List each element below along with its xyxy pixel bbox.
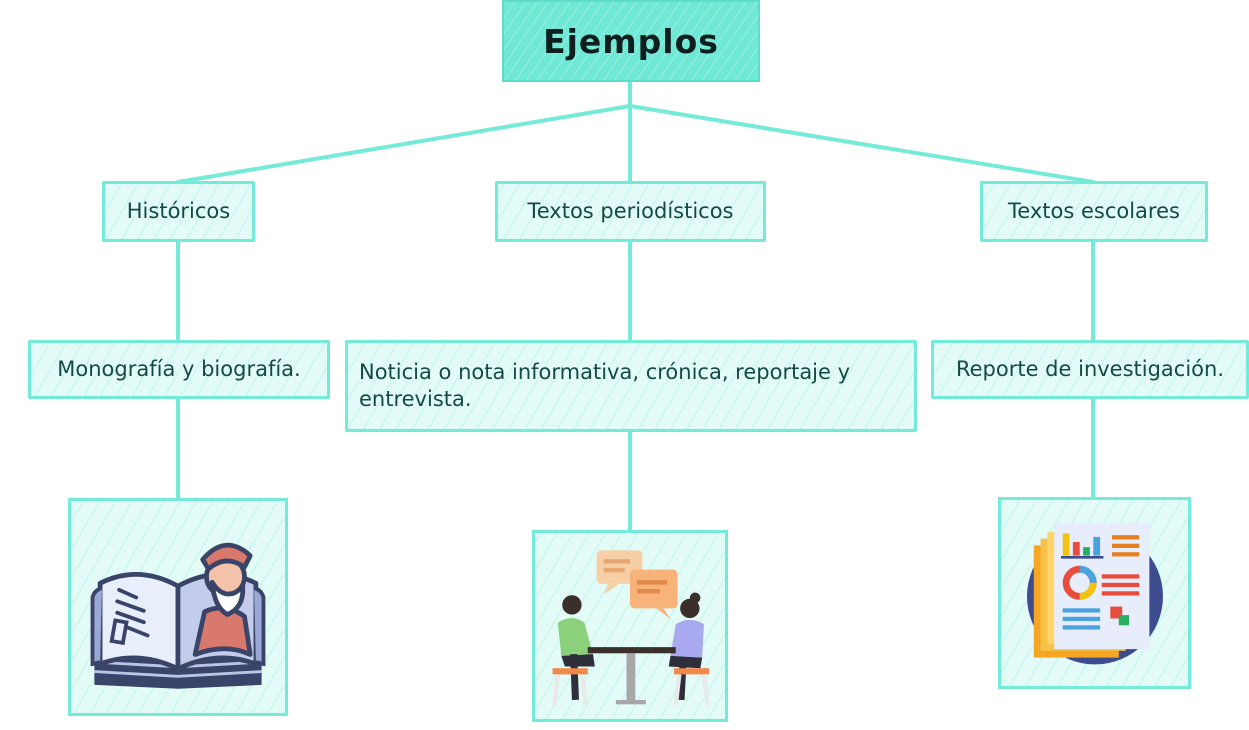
category-label: Históricos: [126, 199, 231, 224]
category-historicos: Históricos: [102, 181, 255, 242]
example-label: Noticia o nota informativa, crónica, rep…: [359, 360, 851, 411]
root-node: Ejemplos: [502, 0, 760, 82]
interview-meeting-icon: [552, 550, 710, 706]
category-label: Textos escolares: [1008, 199, 1180, 224]
example-textos-periodisticos: Noticia o nota informativa, crónica, rep…: [345, 340, 917, 432]
example-label: Monografía y biografía.: [57, 357, 301, 382]
root-label: Ejemplos: [543, 21, 719, 61]
school-image-frame: [998, 497, 1191, 689]
category-textos-escolares: Textos escolares: [980, 181, 1208, 242]
category-textos-periodisticos: Textos periodísticos: [495, 181, 766, 242]
category-label: Textos periodísticos: [527, 199, 734, 224]
example-historicos: Monografía y biografía.: [28, 340, 330, 399]
example-textos-escolares: Reporte de investigación.: [931, 340, 1249, 399]
example-label: Reporte de investigación.: [955, 357, 1225, 382]
book-historian-icon: [90, 542, 266, 689]
historical-image-frame: [68, 498, 288, 716]
journalism-image-frame: [532, 530, 728, 722]
research-report-icon: [1026, 523, 1163, 665]
